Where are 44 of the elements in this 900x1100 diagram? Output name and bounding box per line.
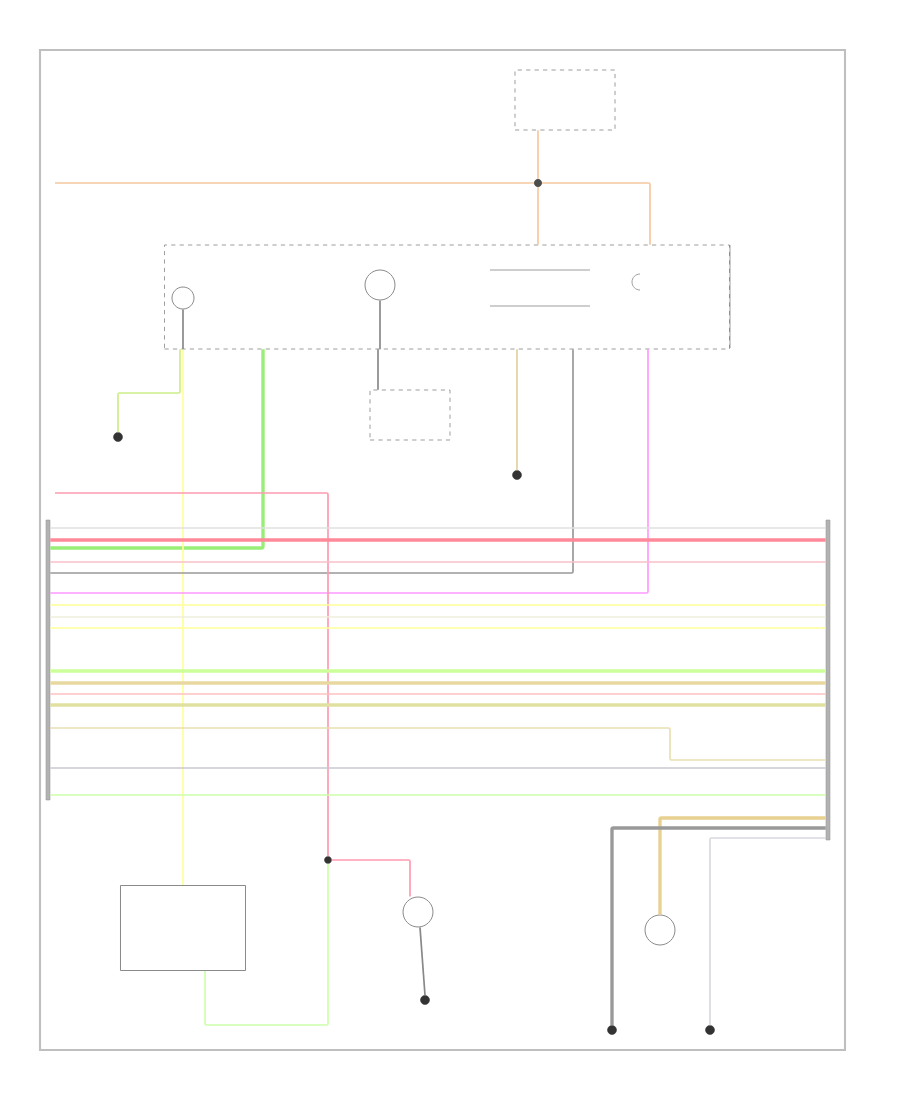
ground-symbol <box>420 995 430 1005</box>
switch-symbol <box>644 914 676 946</box>
wire <box>49 561 827 563</box>
wire <box>117 348 181 434</box>
wire <box>49 727 827 761</box>
connector-bar <box>45 519 51 801</box>
wire <box>49 604 827 606</box>
switch-symbol <box>402 896 434 928</box>
wire <box>709 837 827 1027</box>
wire <box>49 693 827 695</box>
wire <box>516 348 518 472</box>
wire <box>419 926 426 997</box>
wire <box>54 182 651 246</box>
wire <box>377 348 379 391</box>
module-box <box>120 885 246 971</box>
wire <box>204 862 329 1026</box>
wire <box>54 492 329 858</box>
wire <box>50 703 826 707</box>
wire <box>50 538 826 542</box>
wire <box>49 794 827 796</box>
wire <box>49 348 574 574</box>
connector-bar <box>825 519 831 841</box>
instrument-cluster-box <box>164 244 730 350</box>
switch-box <box>514 69 616 131</box>
wire <box>49 348 649 594</box>
wire <box>658 816 826 915</box>
wire <box>50 669 826 673</box>
wire <box>379 299 381 351</box>
wire <box>330 859 411 898</box>
relay-box <box>369 389 451 441</box>
wire <box>50 349 265 550</box>
ground-symbol <box>512 470 522 480</box>
ground-symbol <box>705 1025 715 1035</box>
wire <box>610 826 826 1026</box>
sensor-symbol <box>364 269 396 301</box>
wire <box>50 681 826 685</box>
wire <box>182 308 184 351</box>
wire <box>49 627 827 629</box>
fuse-symbol <box>171 286 195 310</box>
ground-symbol <box>113 432 123 442</box>
wire <box>49 767 827 769</box>
wire <box>537 129 539 246</box>
wire <box>182 348 184 886</box>
ground-symbol <box>607 1025 617 1035</box>
